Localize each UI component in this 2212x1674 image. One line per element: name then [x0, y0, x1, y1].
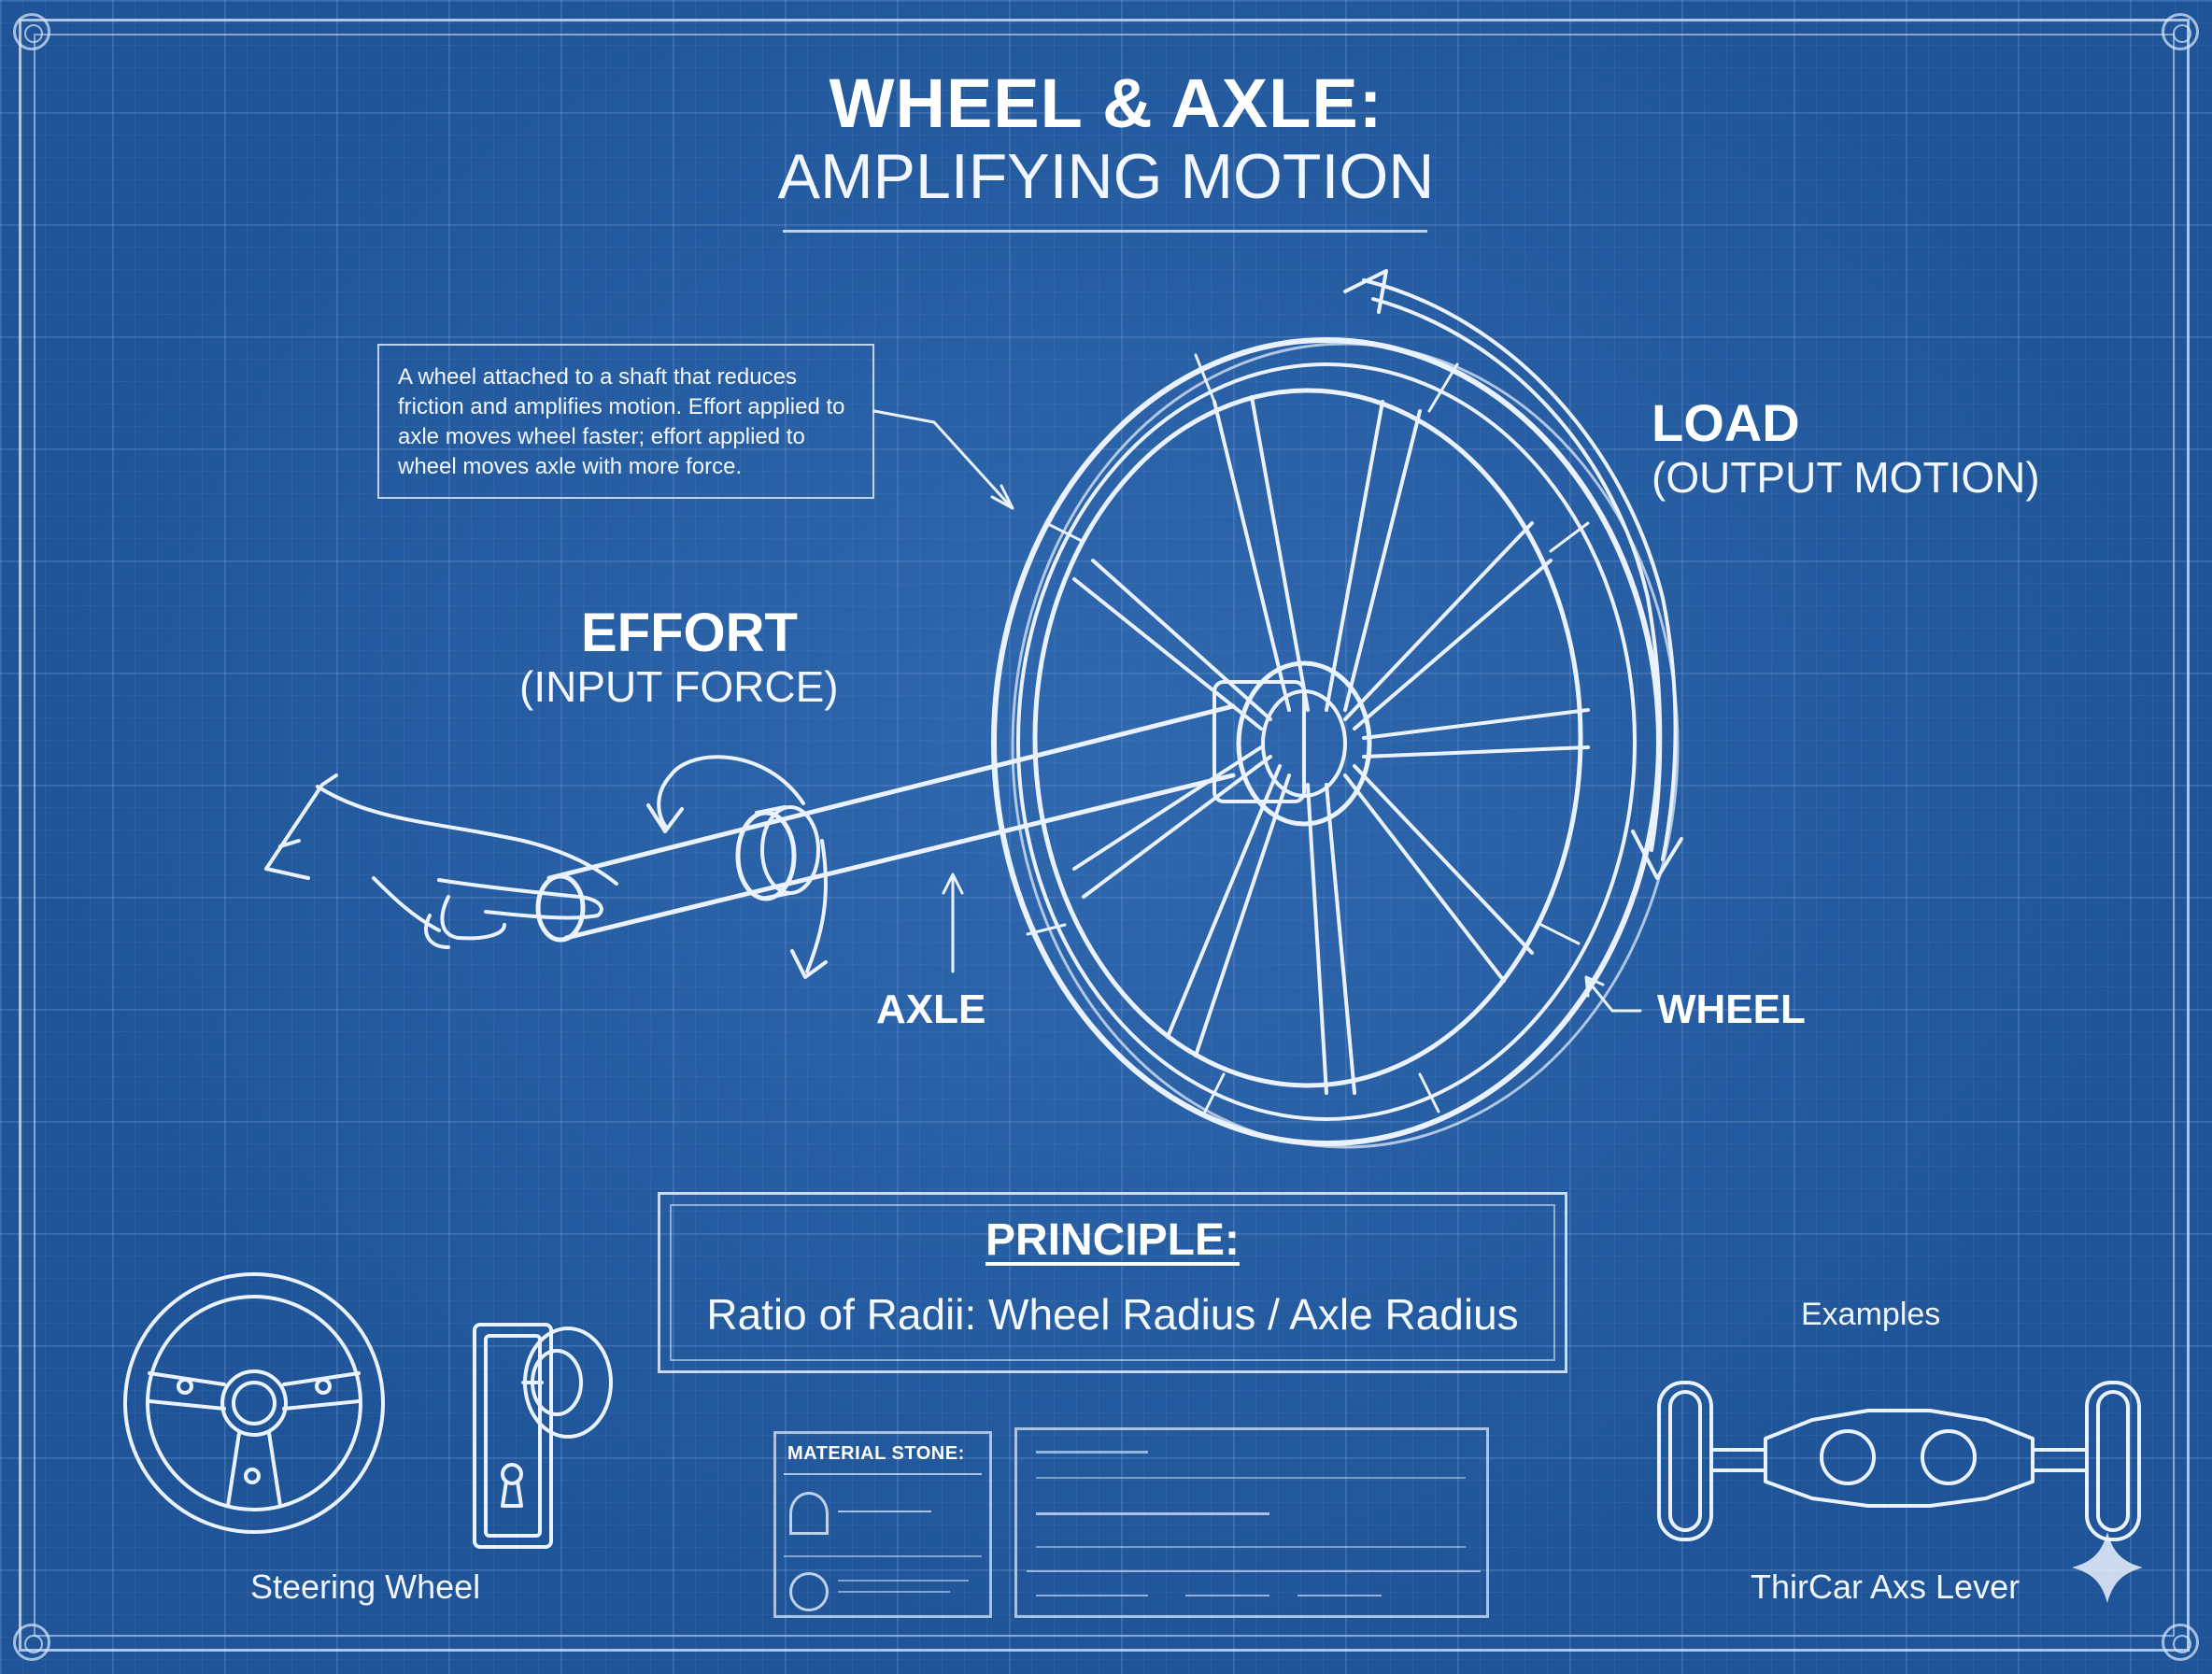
notes-line-7	[1297, 1595, 1382, 1596]
steering-wheel-drawing	[123, 1272, 385, 1534]
description-box: A wheel attached to a shaft that reduces…	[377, 344, 874, 499]
notes-divider	[1027, 1570, 1481, 1572]
door-knob-drawing	[473, 1323, 613, 1549]
notes-panel	[1014, 1427, 1489, 1618]
car-axle-drawing	[1657, 1381, 2141, 1541]
material-badge-icon	[789, 1572, 829, 1611]
principle-text: Ratio of Radii: Wheel Radius / Axle Radi…	[706, 1290, 1519, 1339]
material-panel-title: MATERIAL STONE:	[787, 1443, 965, 1464]
steering-wheel-caption: Steering Wheel	[250, 1568, 481, 1606]
material-icon	[789, 1492, 829, 1535]
inner-frame	[34, 34, 2175, 1637]
page-subtitle: AMPLIFYING MOTION	[777, 141, 1435, 212]
load-rotation-arrow	[1343, 269, 1683, 880]
examples-heading: Examples	[1801, 1297, 1941, 1332]
corner-ornament-top-right	[2162, 13, 2199, 50]
title-underline	[783, 230, 1427, 233]
notes-line-6	[1185, 1595, 1269, 1596]
wheel-leader-line	[1584, 975, 1642, 1013]
sparkle-icon	[2072, 1532, 2143, 1603]
car-axle-caption: ThirCar Axs Lever	[1751, 1568, 2021, 1606]
wheel-label: WHEEL	[1657, 986, 1806, 1032]
principle-inner-border	[670, 1204, 1555, 1361]
effort-rotation-arrows	[646, 755, 828, 979]
effort-label: EFFORT	[581, 603, 798, 663]
hand-drawing	[264, 773, 618, 949]
notes-line-1	[1036, 1451, 1148, 1454]
notes-line-5	[1036, 1595, 1148, 1596]
description-leader-line	[872, 409, 1014, 510]
material-text-line-1	[838, 1580, 969, 1582]
load-sublabel: (OUTPUT MOTION)	[1652, 453, 2040, 502]
material-panel: MATERIAL STONE:	[773, 1431, 992, 1618]
principle-heading: PRINCIPLE:	[985, 1215, 1240, 1265]
material-panel-divider	[784, 1473, 982, 1475]
corner-ornament-top-left	[13, 13, 50, 50]
outer-frame	[19, 19, 2190, 1652]
notes-line-4	[1036, 1546, 1466, 1548]
notes-line-3	[1036, 1512, 1269, 1515]
load-label: LOAD	[1652, 393, 1800, 452]
corner-ornament-bottom-right	[2162, 1624, 2199, 1661]
axle-drawing	[535, 703, 1236, 973]
material-text-line-2	[838, 1591, 950, 1593]
principle-box	[658, 1192, 1567, 1373]
material-formula-line	[838, 1511, 931, 1512]
material-panel-divider-2	[784, 1555, 982, 1557]
effort-sublabel: (INPUT FORCE)	[519, 662, 839, 711]
notes-line-2	[1036, 1477, 1466, 1479]
axle-label: AXLE	[876, 986, 986, 1032]
wheel-drawing	[991, 337, 1680, 1149]
page-title: WHEEL & AXLE:	[829, 64, 1383, 142]
corner-ornament-bottom-left	[13, 1624, 50, 1661]
